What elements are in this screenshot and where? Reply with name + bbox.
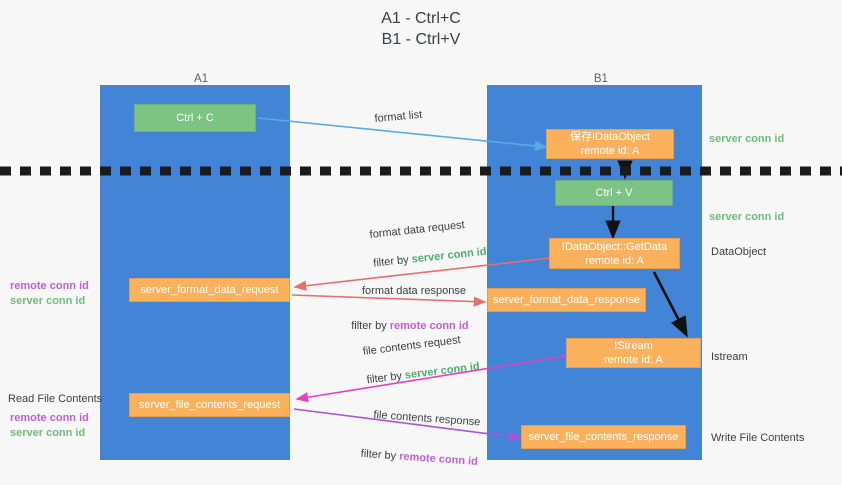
annotation-server-conn-id-1: server conn id (10, 295, 86, 307)
label-format-data-response: format data response (362, 285, 466, 297)
filter-prefix: filter by (372, 253, 413, 270)
annotation-write-file-contents: Write File Contents (711, 432, 805, 444)
annotation-read-file-contents: Read File Contents (8, 393, 103, 405)
annotation-istream: Istream (711, 351, 748, 363)
annotation-server-conn-id-2: server conn id (10, 427, 86, 439)
annotation-dataobject: DataObject (711, 246, 767, 258)
label-format-list: format list (374, 108, 423, 125)
annotation-server-conn-id-top: server conn id (709, 133, 785, 145)
node-save-idataobject[interactable]: 保存IDataObject remote id: A (546, 129, 674, 159)
label-file-contents-response-filter: filter by remote conn id (347, 432, 479, 483)
node-server-format-data-response[interactable]: server_format_data_response (487, 288, 646, 312)
filter-prefix: filter by (365, 369, 406, 387)
annotation-server-conn-id-mid: server conn id (709, 211, 785, 223)
diagram-title: A1 - Ctrl+C B1 - Ctrl+V (381, 10, 461, 48)
label-file-contents-response: file contents response (373, 408, 481, 429)
filter-key-remote-conn-id: remote conn id (389, 320, 469, 332)
column-b1-name: B1 (593, 73, 608, 85)
filter-prefix: filter by (351, 320, 390, 332)
filter-key-server-conn-id: server conn id (411, 245, 488, 266)
node-server-format-data-request[interactable]: server_format_data_request (129, 278, 290, 302)
column-a1-name: A1 (194, 73, 209, 85)
filter-key-server-conn-id: server conn id (404, 360, 481, 382)
node-istream[interactable]: IStream remote id: A (566, 338, 701, 368)
filter-key-remote-conn-id: remote conn id (398, 450, 479, 468)
annotation-remote-conn-id-2: remote conn id (10, 412, 89, 424)
node-ctrl-c[interactable]: Ctrl + C (134, 104, 256, 132)
node-server-file-contents-request[interactable]: server_file_contents_request (129, 393, 290, 417)
node-ctrl-v[interactable]: Ctrl + V (555, 180, 673, 206)
label-format-data-response-filter: filter by remote conn id (339, 305, 469, 347)
annotation-remote-conn-id-1: remote conn id (10, 280, 89, 292)
node-server-file-contents-response[interactable]: server_file_contents_response (521, 425, 686, 449)
filter-prefix: filter by (360, 447, 400, 463)
node-idataobject-getdata[interactable]: IDataObject::GetData remote id: A (549, 238, 680, 269)
